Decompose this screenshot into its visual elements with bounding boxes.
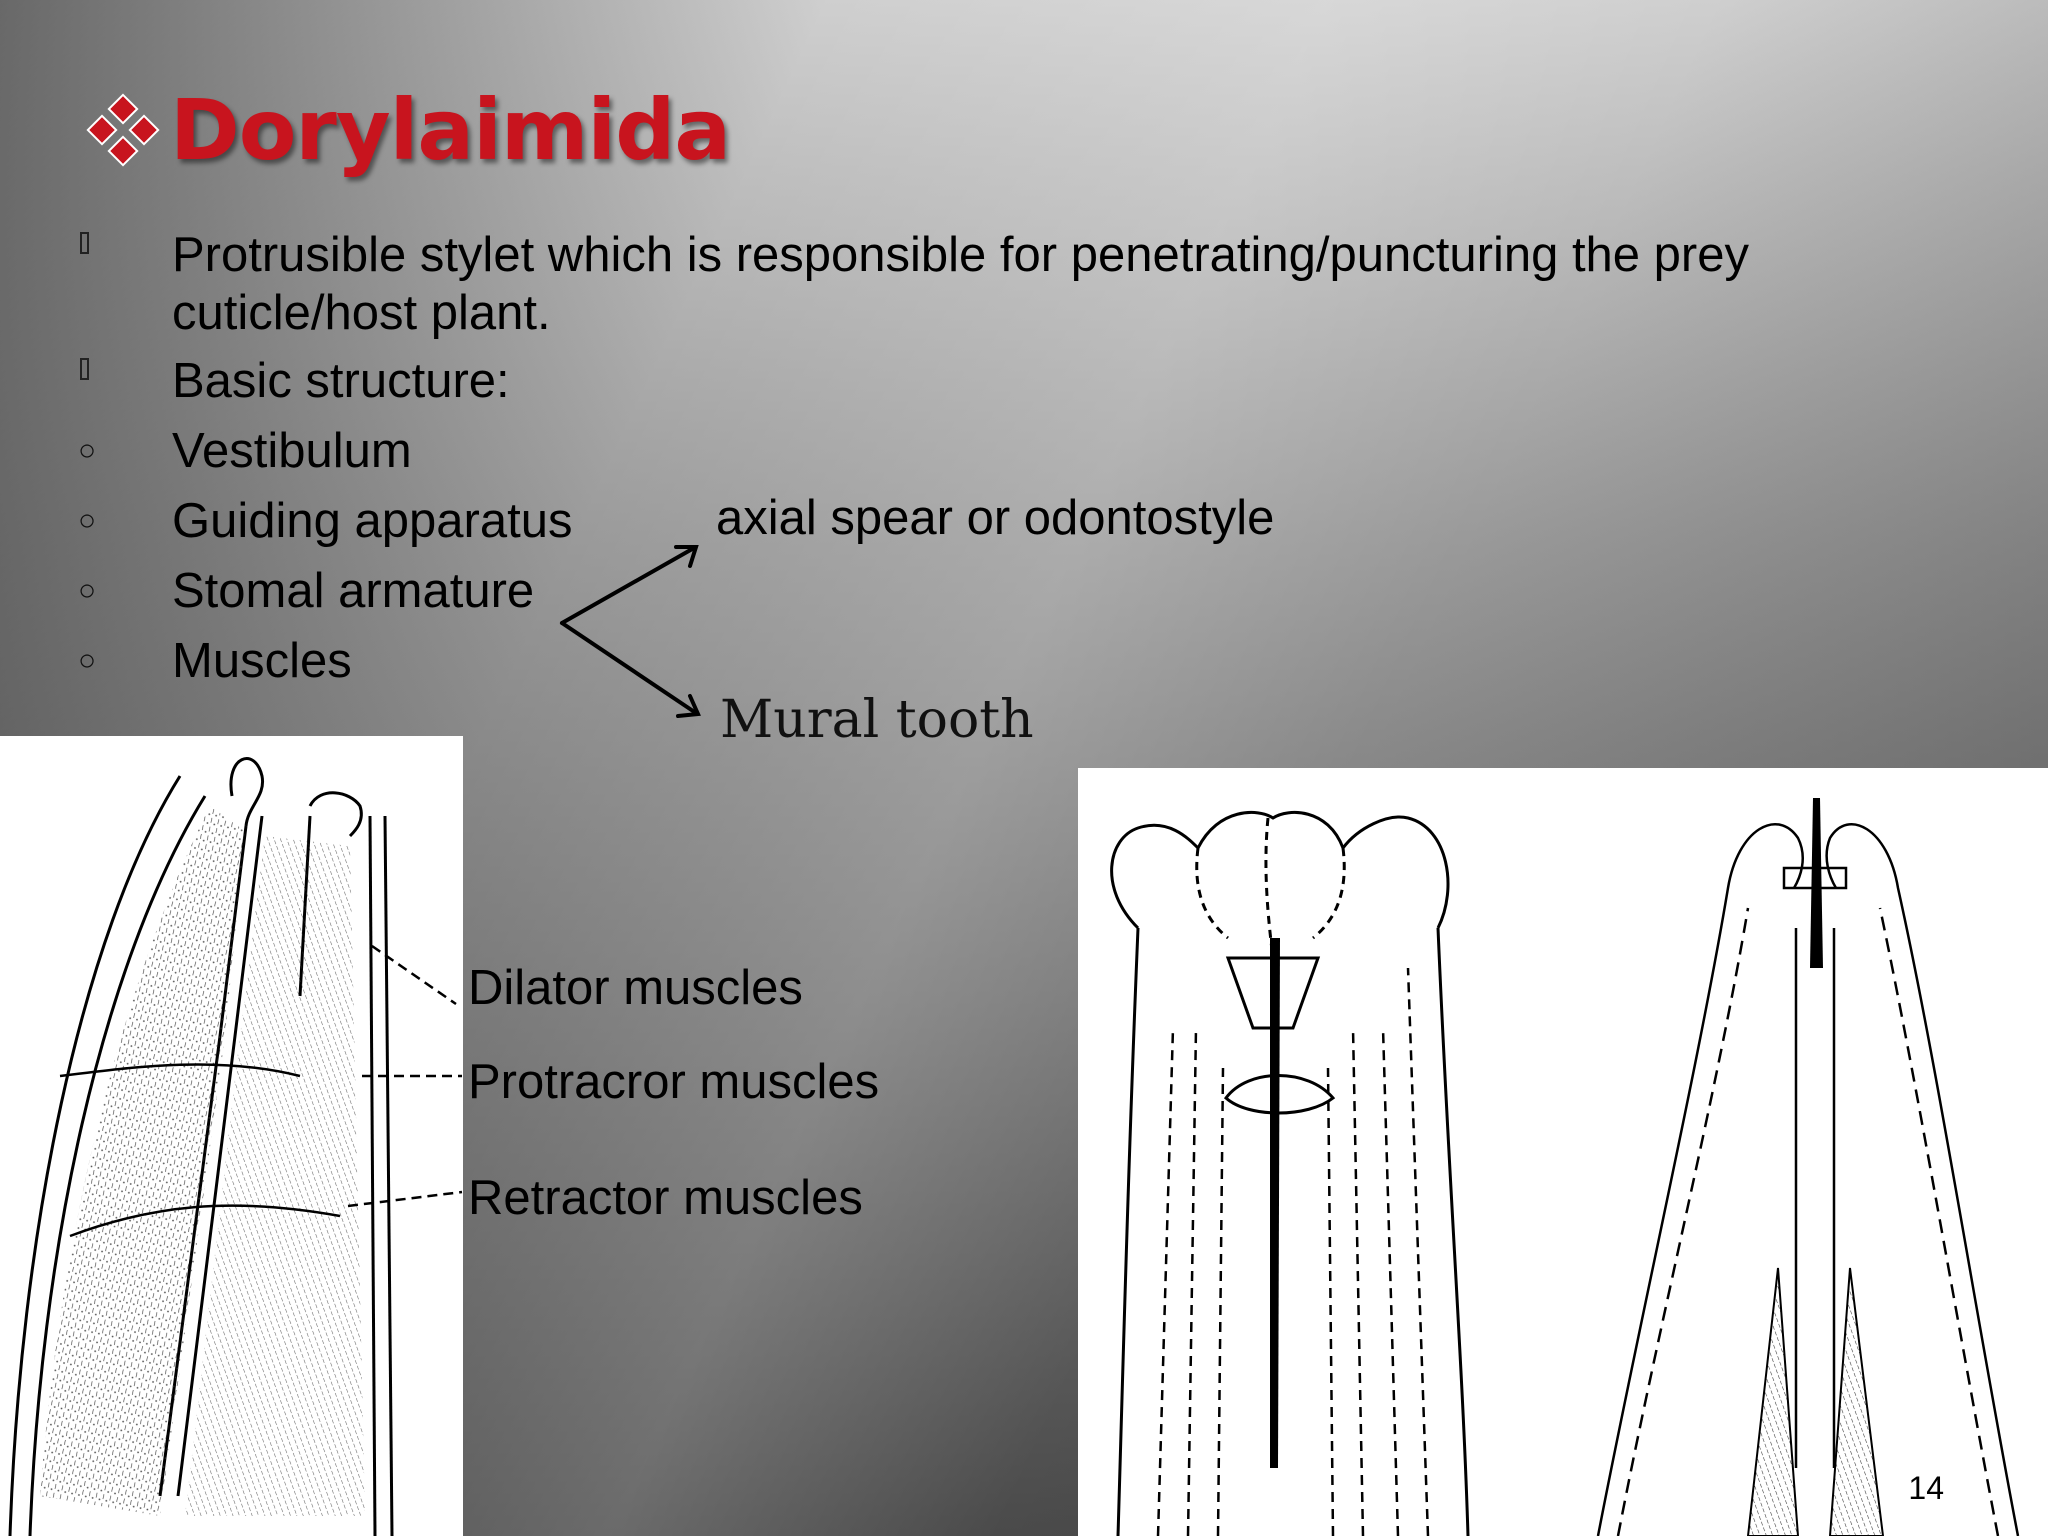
stylet-section-drawing (8, 757, 394, 1536)
axial-spear-label: axial spear or odontostyle (716, 491, 1275, 545)
bullet-text: Vestibulum (172, 424, 412, 478)
circle-bullet-icon: ○ (78, 644, 97, 677)
bullet-text: Basic structure: (172, 354, 510, 408)
upper-arrowhead (674, 545, 699, 568)
slide-title: Dorylaimida (170, 81, 731, 179)
page-number: 14 (1908, 1470, 1944, 1506)
retractor-muscles-label: Retractor muscles (468, 1171, 863, 1225)
bullet-text: Protrusible stylet which is responsible … (172, 228, 1749, 282)
square-bullet-icon (80, 358, 89, 380)
bullet-text: Muscles (172, 634, 352, 688)
protractor-muscles-label: Protracror muscles (468, 1055, 880, 1109)
head-region-figures (1078, 768, 2048, 1536)
retractor-leader-line (347, 1190, 463, 1208)
lower-arrowhead (676, 694, 701, 718)
bullet-text: Stomal armature (172, 564, 535, 618)
circle-bullet-icon: ○ (78, 434, 97, 467)
title-block: Dorylaimida (86, 81, 731, 179)
head-region-drawings (1110, 798, 2020, 1536)
upper-arrow-line (560, 546, 696, 625)
stylet-section-figure (0, 736, 463, 1536)
lower-arrow-line (560, 621, 698, 715)
dilator-leader-line (371, 944, 457, 1006)
bullet-text: cuticle/host plant. (172, 286, 551, 340)
dilator-muscles-label: Dilator muscles (468, 961, 803, 1015)
diamond-cluster-icon (86, 93, 160, 167)
circle-bullet-icon: ○ (78, 574, 97, 607)
bullet-text: Guiding apparatus (172, 494, 573, 548)
circle-bullet-icon: ○ (78, 504, 97, 537)
mural-tooth-label: Mural tooth (720, 690, 1034, 750)
square-bullet-icon (80, 232, 89, 254)
